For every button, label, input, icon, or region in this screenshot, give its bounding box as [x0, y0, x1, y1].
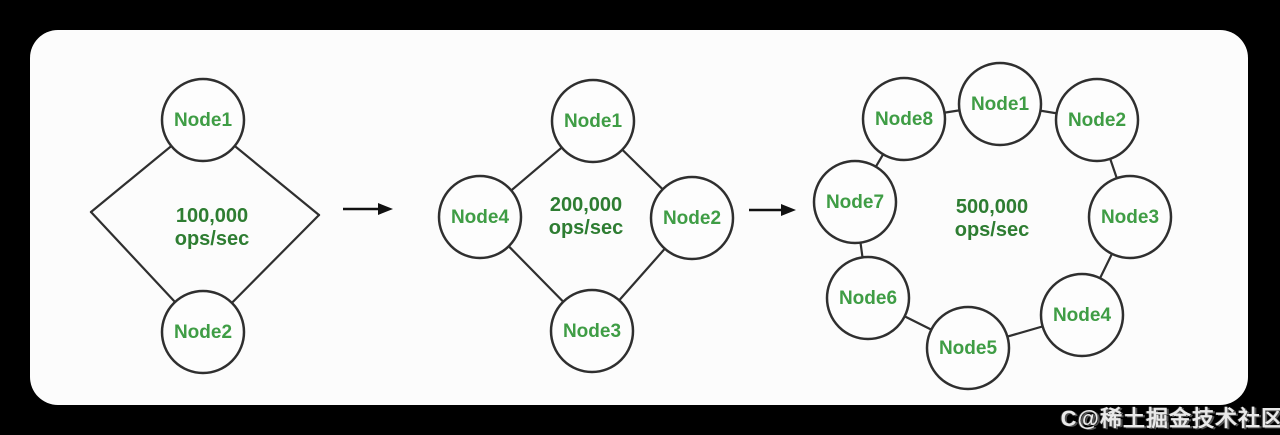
- node-label-node6: Node6: [839, 288, 897, 309]
- node-circle-node1: [957, 61, 1043, 147]
- node-label-node2: Node2: [1068, 110, 1126, 131]
- node-circle-node3: [549, 288, 635, 374]
- node-label-node3: Node3: [1101, 207, 1159, 228]
- node-circle-node8: [861, 76, 947, 162]
- arrow-head-icon: [378, 203, 393, 215]
- node-label-node4: Node4: [451, 207, 510, 228]
- node-circle-node2: [160, 289, 246, 375]
- node-circle-node6: [825, 255, 911, 341]
- node-label-node2: Node2: [174, 322, 232, 343]
- node-label-node7: Node7: [826, 192, 884, 213]
- transition-arrow-2: [749, 204, 796, 216]
- node-circle-node1: [160, 77, 246, 163]
- node-label-node3: Node3: [563, 321, 621, 342]
- node-circle-node3: [1087, 174, 1173, 260]
- transition-arrow-1: [343, 203, 393, 215]
- node-circle-node2: [1054, 77, 1140, 163]
- node-label-node1: Node1: [971, 94, 1030, 115]
- node-circle-node2: [649, 175, 735, 261]
- node-label-node4: Node4: [1053, 305, 1112, 326]
- node-circle-node4: [437, 174, 523, 260]
- node-label-node2: Node2: [663, 208, 721, 229]
- node-label-node8: Node8: [875, 109, 933, 130]
- node-circle-node4: [1039, 272, 1125, 358]
- node-circle-node1: [550, 78, 636, 164]
- node-label-node1: Node1: [564, 111, 623, 132]
- arrow-head-icon: [781, 204, 796, 216]
- watermark-text: C@稀土掘金技术社区: [1060, 406, 1280, 431]
- node-circle-node5: [925, 305, 1011, 391]
- node-circle-node7: [812, 159, 898, 245]
- node-label-node1: Node1: [174, 110, 233, 131]
- node-label-node5: Node5: [939, 338, 998, 359]
